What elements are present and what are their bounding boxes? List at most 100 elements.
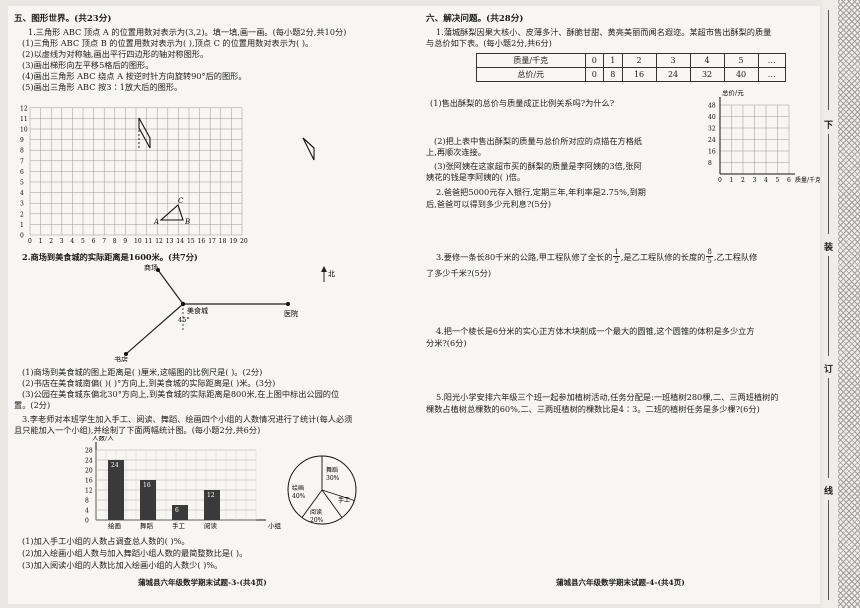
q3-sub: (3)加入阅读小组的人数比加入绘画小组的人数少( )%。: [22, 560, 223, 570]
grid-x-label: 17: [208, 238, 216, 245]
pie-slice-percent: 20%: [310, 517, 324, 524]
pie-slice-name: 绘画: [292, 484, 304, 492]
x-tick-label: 5: [776, 177, 780, 184]
y-tick-label: 4: [85, 508, 89, 515]
bar-category-label: 绘画: [108, 521, 121, 530]
bar-category-label: 手工: [172, 521, 186, 530]
grid-x-label: 14: [176, 238, 184, 245]
y-tick-label: 48: [708, 103, 716, 110]
y-tick-label: 24: [85, 458, 93, 465]
grid-y-label: 0: [20, 233, 24, 240]
table-cell: …: [757, 53, 787, 68]
grid-x-label: 9: [123, 238, 127, 245]
right-footer: 蒲城县六年级数学期末试题-4-(共4页): [556, 578, 685, 587]
table-cell: 40: [723, 67, 759, 82]
point-b-label: B: [184, 218, 190, 226]
y-tick-label: 8: [85, 498, 89, 505]
left-footer: 蒲城县六年级数学期末试题-3-(共4页): [138, 578, 267, 587]
table-cell: 0: [584, 67, 605, 82]
bar: [172, 505, 188, 520]
bar-value-label: 24: [111, 462, 119, 469]
grid-x-label: 19: [229, 238, 237, 245]
q1-line: (4)画出三角形 ABC 绕点 A 按逆时针方向旋转90°后的图形。: [22, 71, 247, 81]
table-cell: 3: [655, 53, 691, 68]
point-c-label: C: [178, 197, 184, 205]
y-tick-label: 40: [708, 114, 716, 121]
bar: [108, 460, 124, 520]
x-tick-label: 1: [730, 177, 734, 184]
grid-y-label: 12: [20, 105, 28, 112]
r-q2-line: 2.爸爸把5000元存入银行,定期三年,年利率是2.75%,到期: [436, 187, 646, 197]
q1-line: (2)以虚线为对称轴,画出平行四边形的轴对称图形。: [22, 49, 209, 59]
x-tick-label: 3: [753, 177, 757, 184]
grid-x-label: 16: [198, 238, 206, 245]
grid-y-label: 7: [20, 158, 24, 165]
pie-slice-edge: [321, 489, 355, 501]
grid-xlabel: 质量/千克: [795, 176, 820, 184]
r-q1-sub1: (1)售出酥梨的总价与质量成正比例关系吗?为什么?: [430, 98, 615, 108]
table-cell: 32: [689, 67, 725, 82]
q3-line: 3.李老师对本班学生加入手工、阅读、舞蹈、绘画四个小组的人数情况进行了统计(每人…: [22, 414, 353, 424]
bar-value-label: 12: [207, 492, 215, 499]
grid-ylabel: 总价/元: [722, 90, 744, 97]
trapezoid: [302, 137, 315, 161]
grid-x-label: 2: [49, 238, 53, 245]
grid-x-label: 15: [187, 238, 195, 245]
x-tick-label: 2: [741, 177, 745, 184]
pie-slice-name: 舞蹈: [326, 466, 338, 474]
table-cell: 16: [621, 67, 657, 82]
y-tick-label: 8: [708, 160, 712, 167]
y-tick-label: 32: [708, 126, 716, 133]
q3-sub: (1)加入手工小组的人数占调查总人数的( )%。: [22, 536, 190, 546]
q1-line: (1)三角形 ABC 顶点 B 的位置用数对表示为( ),顶点 C 的位置用数对…: [22, 38, 314, 48]
table-cell: 2: [621, 53, 657, 68]
pie-slice-name: 手工: [338, 496, 350, 504]
r-q3-line2: 了多少千米?(5分): [426, 268, 492, 278]
binding-pattern: [838, 0, 860, 608]
pie-slice-edge: [321, 489, 343, 518]
food-city-point: [180, 301, 186, 307]
grid-y-label: 9: [20, 137, 24, 144]
r-q1-sub2: (2)把上表中售出酥梨的质量与总价所对应的点描在方格纸: [434, 136, 643, 146]
pie-slice-edge: [301, 489, 323, 518]
y-tick-label: 20: [85, 468, 93, 475]
y-tick-label: 12: [85, 488, 93, 495]
bar-value-label: 6: [175, 507, 179, 514]
pie-slice-name: 阅读: [310, 508, 322, 516]
table-cell: 质量/千克: [476, 53, 586, 68]
grid-x-label: 1: [39, 238, 43, 245]
grid-x-label: 20: [240, 238, 248, 245]
r-q1-line: 与总价如下表。(每小题2分,共6分): [426, 38, 552, 48]
y-tick-label: 16: [708, 149, 716, 156]
grid-x-label: 8: [113, 238, 117, 245]
r-q1-sub2: 上,再顺次连接。: [426, 147, 486, 157]
bar-xlabel: 小组: [268, 521, 282, 530]
table-cell: 24: [655, 67, 691, 82]
q2-line: (1)商场到美食城的图上距离是( )厘米,这幅图的比例尺是( )。(2分): [22, 367, 263, 377]
grid-y-label: 3: [20, 201, 24, 208]
q2-line: (2)书店在美食城南偏( )( )°方向上,到美食城的实际距离是( )米。(3分…: [22, 378, 276, 388]
north-label: 北: [328, 270, 335, 278]
y-tick-label: 28: [85, 448, 93, 455]
bar-category-label: 舞蹈: [140, 521, 154, 530]
section6-title: 六、解决问题。(共28分): [426, 14, 524, 24]
grid-y-label: 5: [20, 180, 24, 187]
r-q5-line: 棵数占植树总棵数的60%,二、三两班植树的棵数比是4∶3。二班的植树任务是多少棵…: [426, 404, 760, 414]
point-a-label: A: [153, 218, 159, 226]
mall-point: [156, 268, 160, 272]
r-q1-line: 1.蒲城酥梨因果大核小、皮薄多汁、酥脆甘甜、黄亮美丽而闻名遐迩。某超市售出酥梨的…: [436, 27, 772, 37]
binding-char: 装: [824, 243, 834, 253]
q1-line: 1.三角形 ABC 顶点 A 的位置用数对表示为(3,2)。填一填,画一画。(每…: [28, 27, 347, 37]
q2-title: 2.商场到美食城的实际距离是1600米。(共7分): [22, 252, 198, 262]
binding-char: 线: [824, 487, 834, 497]
map-diagram: 商场 美食城 医院 书店 45° 北: [114, 263, 335, 362]
x-tick-label: 0: [718, 177, 722, 184]
pie-slice-percent: 40%: [292, 493, 306, 500]
grid-y-label: 1: [20, 222, 24, 229]
y-tick-label: 0: [85, 518, 89, 525]
grid-y-label: 11: [20, 116, 28, 123]
